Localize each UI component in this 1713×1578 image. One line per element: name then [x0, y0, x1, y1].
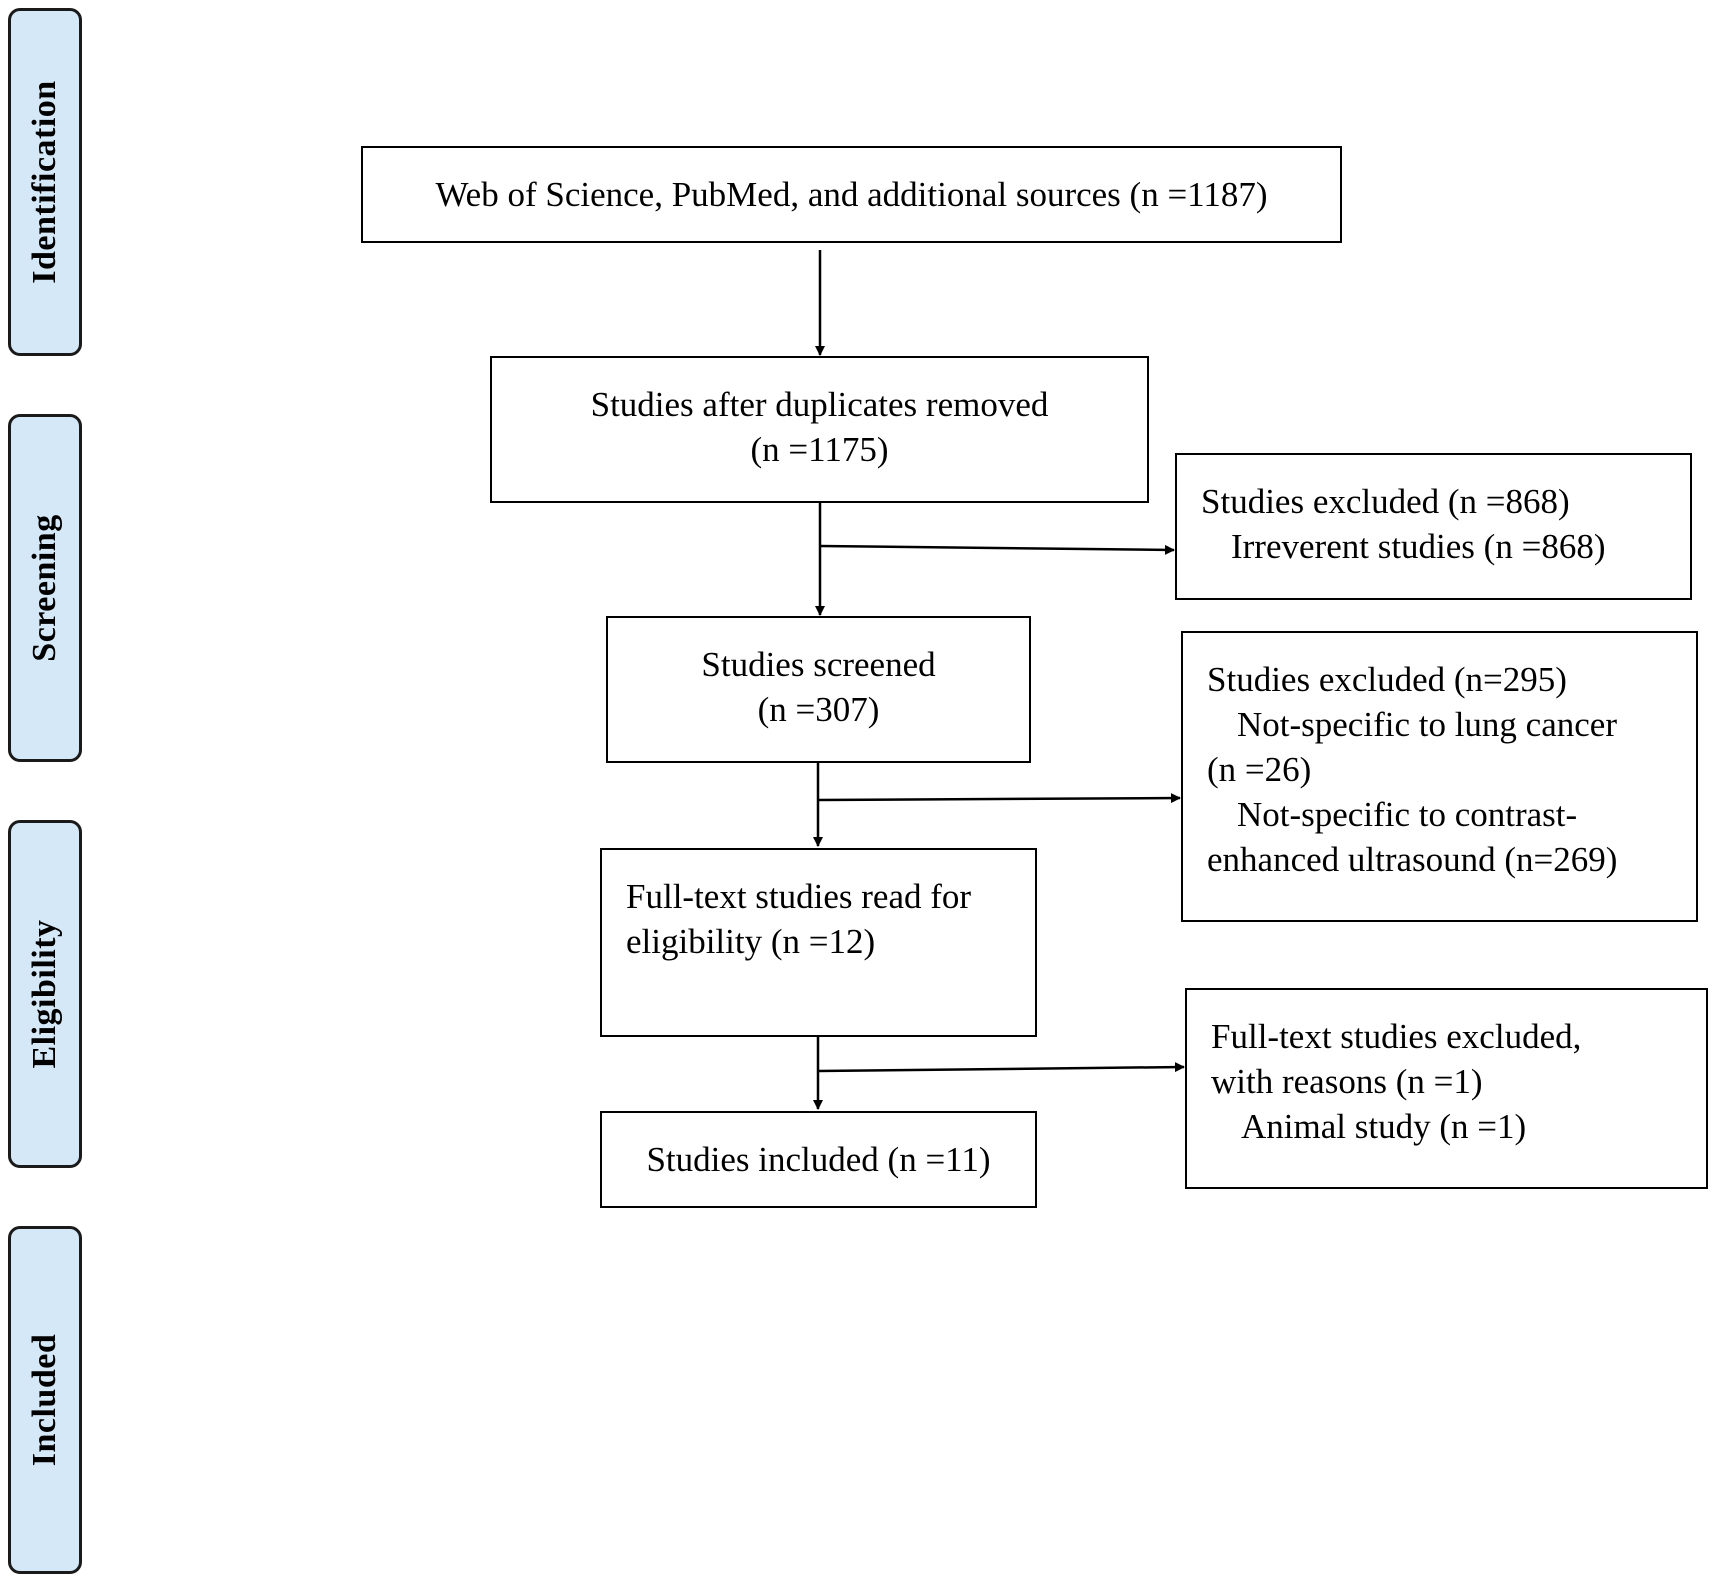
box-excluded-2: Studies excluded (n=295) Not-specific to…: [1181, 631, 1698, 922]
included-text: Studies included (n =11): [646, 1140, 991, 1179]
arrow-to-excluded-2: [817, 793, 1181, 804]
arrow-to-excluded-3: [817, 1062, 1185, 1073]
excluded-2-title: Studies excluded (n=295): [1207, 660, 1567, 699]
fulltext-count: eligibility (n =12): [626, 922, 876, 961]
arrow-to-excluded-1: [819, 544, 1175, 555]
excluded-2-reason-1-count: (n =26): [1207, 750, 1312, 789]
deduplicated-title: Studies after duplicates removed: [590, 385, 1049, 424]
fulltext-title: Full-text studies read for: [626, 877, 972, 916]
excluded-1-title: Studies excluded (n =868): [1201, 482, 1570, 521]
box-fulltext: Full-text studies read for eligibility (…: [600, 848, 1037, 1037]
excluded-2-reason-2: Not-specific to contrast-: [1237, 795, 1578, 834]
box-excluded-3: Full-text studies excluded, with reasons…: [1185, 988, 1708, 1189]
screened-title: Studies screened: [701, 645, 936, 684]
box-excluded-1: Studies excluded (n =868) Irreverent stu…: [1175, 453, 1692, 600]
excluded-2-reason-1: Not-specific to lung cancer: [1237, 705, 1617, 744]
stage-identification: Identification: [8, 8, 82, 356]
excluded-3-reason: Animal study (n =1): [1241, 1107, 1527, 1146]
box-deduplicated: Studies after duplicates removed (n =117…: [490, 356, 1149, 503]
deduplicated-count: (n =1175): [750, 430, 889, 469]
box-sources: Web of Science, PubMed, and additional s…: [361, 146, 1342, 243]
stage-eligibility: Eligibility: [8, 820, 82, 1168]
stage-included: Included: [8, 1226, 82, 1574]
box-included: Studies included (n =11): [600, 1111, 1037, 1208]
excluded-3-title: Full-text studies excluded,: [1211, 1017, 1582, 1056]
stage-screening: Screening: [8, 414, 82, 762]
excluded-1-reason: Irreverent studies (n =868): [1231, 527, 1606, 566]
excluded-2-reason-2-count: enhanced ultrasound (n=269): [1207, 840, 1618, 879]
screened-count: (n =307): [757, 690, 880, 729]
sources-text: Web of Science, PubMed, and additional s…: [435, 175, 1268, 214]
excluded-3-subtitle: with reasons (n =1): [1211, 1062, 1483, 1101]
box-screened: Studies screened (n =307): [606, 616, 1031, 763]
